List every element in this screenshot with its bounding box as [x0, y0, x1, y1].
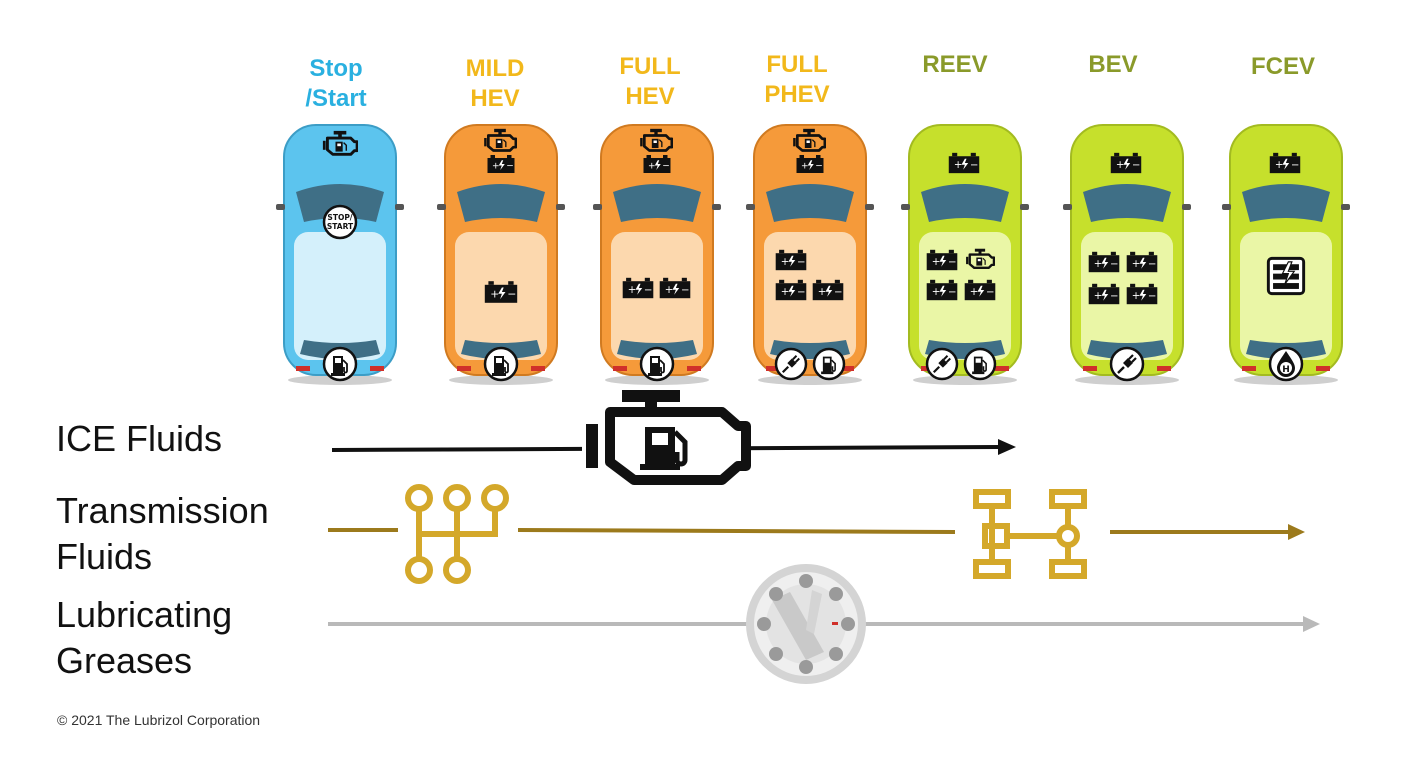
- plug-icon: [1109, 346, 1145, 382]
- vehicle-label-full-hev: FULL HEV: [600, 52, 700, 112]
- fuel-pump-icon: [322, 346, 358, 382]
- row-label-line1: Transmission: [56, 490, 269, 531]
- manual-gearbox-icon: [405, 484, 509, 584]
- row-label-transmission-fluids: Transmission Fluids: [56, 488, 269, 580]
- car-full-hev: [593, 124, 721, 385]
- vehicle-label-line1: Stop: [309, 55, 363, 82]
- svg-text:STOP/: STOP/: [327, 213, 352, 222]
- copyright-notice: © 2021 The Lubrizol Corporation: [57, 712, 261, 728]
- row-label-line2: Greases: [56, 640, 193, 681]
- vehicle-label-line1: FCEV: [1250, 53, 1315, 80]
- car-full-phev: [746, 124, 874, 385]
- vehicle-label-line1: FULL: [619, 53, 681, 80]
- car-stop-start: STOP/ START: [276, 124, 404, 385]
- start-stop-button-icon: STOP/ START: [322, 204, 358, 240]
- car-mild-hev: [437, 124, 565, 385]
- vehicle-label-line2: PHEV: [764, 81, 830, 108]
- vehicle-label-line2: HEV: [625, 83, 675, 110]
- vehicle-label-line2: /Start: [305, 85, 367, 112]
- svg-text:START: START: [327, 222, 354, 231]
- fuel-pump-icon: [812, 347, 846, 381]
- vehicle-label-line2: HEV: [470, 85, 520, 112]
- fuel-pump-icon: [639, 346, 675, 382]
- vehicle-label-full-phev: FULL PHEV: [747, 50, 847, 110]
- vehicle-label-mild-hev: MILD HEV: [445, 54, 545, 114]
- vehicle-label-stop-start: Stop /Start: [286, 54, 386, 114]
- fuel-pump-icon: [963, 347, 997, 381]
- vehicle-label-line1: MILD: [465, 55, 525, 82]
- vehicle-label-line1: FULL: [766, 51, 828, 78]
- vehicle-label-reev: REEV: [905, 50, 1005, 80]
- vehicle-label-fcev: FCEV: [1233, 52, 1333, 82]
- transmission-fluids-arrow: [328, 524, 1305, 540]
- car-reev: [901, 124, 1029, 385]
- row-label-ice-fluids: ICE Fluids: [56, 418, 223, 459]
- car-bev: [1063, 124, 1191, 385]
- plug-icon: [925, 347, 959, 381]
- fuel-pump-icon: [483, 346, 519, 382]
- hydrogen-icon: H: [1268, 346, 1304, 382]
- row-label-lubricating-greases: Lubricating Greases: [56, 592, 232, 684]
- row-label-line2: Fluids: [56, 536, 153, 577]
- engine-icon: [582, 390, 751, 485]
- row-label-line1: Lubricating: [56, 594, 233, 635]
- plug-icon: [774, 347, 808, 381]
- vehicle-label-line1: BEV: [1088, 51, 1138, 78]
- vehicle-label-bev: BEV: [1063, 50, 1163, 80]
- vehicle-label-line1: REEV: [922, 51, 988, 78]
- bearing-icon: [746, 564, 866, 684]
- hydrogen-symbol: H: [1282, 365, 1290, 375]
- car-fcev: H: [1222, 124, 1350, 385]
- driveline-icon: [973, 489, 1087, 579]
